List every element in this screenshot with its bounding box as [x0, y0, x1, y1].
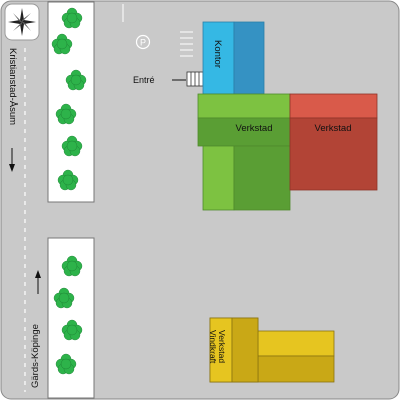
arrow-up-icon [35, 270, 41, 294]
tree-icon [55, 353, 77, 375]
tree-icon [57, 169, 79, 191]
tree-icon [53, 287, 75, 309]
parking-spaces [180, 31, 193, 57]
label-verkstad-vindkraft: Verkstad Vindkraft [208, 330, 227, 365]
building-kontor: Kontor [202, 21, 265, 95]
entrance-label: Entré [133, 75, 155, 85]
tree-icon [51, 33, 73, 55]
arrow-down-icon [9, 148, 15, 172]
building-verkstad-main: Verkstad [197, 93, 291, 211]
building-verkstad-vindkraft: Verkstad Vindkraft [208, 317, 335, 383]
tree-icon [61, 135, 83, 157]
parking-icon: P [135, 34, 151, 50]
tree-icon [61, 319, 83, 341]
road-label-north: Kristianstad-Åsum [7, 48, 18, 125]
tree-icon [65, 69, 87, 91]
entrance-steps [186, 71, 204, 87]
parking-symbol: P [140, 38, 146, 48]
tree-icon [61, 255, 83, 277]
label-verkstad-main: Verkstad [236, 123, 273, 134]
tree-strip-north [47, 1, 95, 203]
compass-rose-icon [4, 3, 40, 41]
building-verkstad-red: Verkstad [289, 93, 378, 191]
tree-icon [61, 7, 83, 29]
tree-icon [55, 103, 77, 125]
road-label-south: Gärds-Köpinge [30, 324, 41, 388]
tree-group [51, 7, 87, 375]
label-kontor: Kontor [212, 40, 223, 68]
label-verkstad-red: Verkstad [315, 123, 352, 134]
